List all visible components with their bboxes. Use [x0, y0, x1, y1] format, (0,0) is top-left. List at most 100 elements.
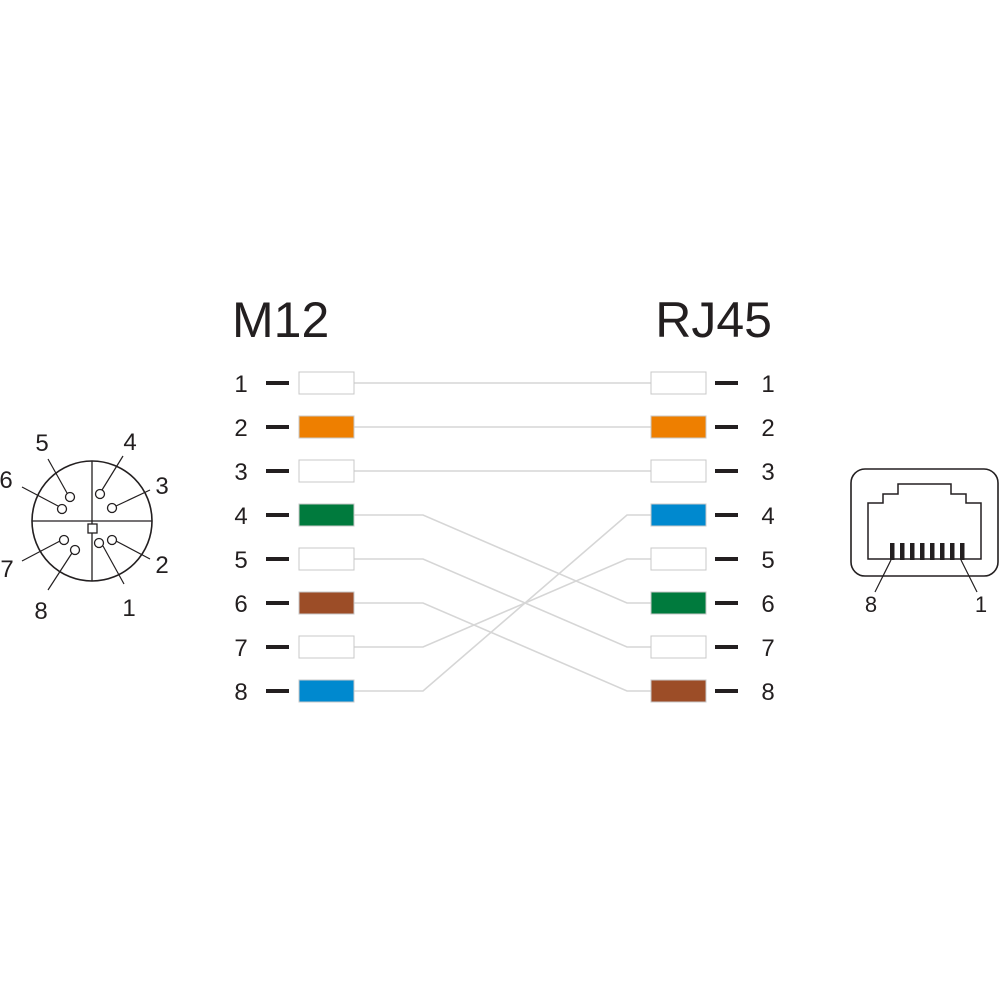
- left-pin-number-5: 5: [234, 547, 247, 574]
- m12-leader-2: [115, 540, 151, 560]
- right-wire-color-swatch-6: [650, 591, 707, 615]
- right-pin-number-8: 8: [761, 679, 774, 706]
- left-pin-row-1: 1: [234, 371, 355, 398]
- rj45-contact-2: [950, 543, 955, 560]
- left-pin-number-3: 3: [234, 459, 247, 486]
- wire-6-to-8: [354, 602, 651, 692]
- rj45-contact-8: [890, 543, 895, 560]
- right-pin-lead-7: [715, 645, 738, 649]
- m12-leader-7: [21, 540, 61, 562]
- m12-face-label-8: 8: [34, 598, 47, 625]
- left-pin-row-6: 6: [234, 591, 355, 618]
- m12-title: M12: [232, 292, 329, 348]
- m12-pin-hole-6: [56, 503, 68, 515]
- right-pin-lead-4: [715, 513, 738, 517]
- m12-face-label-6: 6: [0, 467, 13, 494]
- right-pin-number-7: 7: [761, 635, 774, 662]
- rj45-contact-5: [920, 543, 925, 560]
- right-pin-number-3: 3: [761, 459, 774, 486]
- left-wire-color-swatch-8: [298, 679, 355, 703]
- m12-pin-hole-7: [58, 534, 70, 546]
- left-wire-color-swatch-6: [298, 591, 355, 615]
- left-pin-lead-5: [266, 557, 289, 561]
- rj45-contacts: [890, 543, 965, 560]
- rj45-contact-3: [940, 543, 945, 560]
- right-pin-row-7: 7: [650, 635, 775, 662]
- m12-leader-1: [102, 545, 125, 585]
- left-pin-number-2: 2: [234, 415, 247, 442]
- right-wire-color-swatch-7: [650, 635, 707, 659]
- right-pin-number-5: 5: [761, 547, 774, 574]
- left-wire-color-swatch-5: [298, 547, 355, 571]
- rj45-face-outline: [850, 468, 999, 577]
- left-pin-row-8: 8: [234, 679, 355, 706]
- right-wire-color-swatch-8: [650, 679, 707, 703]
- m12-face-label-4: 4: [123, 429, 136, 456]
- left-pin-row-3: 3: [234, 459, 355, 486]
- right-wire-color-swatch-3: [650, 459, 707, 483]
- rj45-connector-face-icon: 8 1: [850, 468, 999, 617]
- left-pin-lead-3: [266, 469, 289, 473]
- m12-pin-hole-1: [93, 537, 105, 549]
- right-wire-color-swatch-2: [650, 415, 707, 439]
- right-pin-lead-5: [715, 557, 738, 561]
- m12-leader-5: [47, 458, 68, 494]
- m12-face-label-1: 1: [122, 595, 135, 622]
- rj45-pin-rows: 1 2 3 4 5 6 7 8: [650, 371, 775, 706]
- wire-8-to-4: [354, 514, 651, 692]
- m12-connector-face-icon: 1 2 3 4 5 6 7 8: [0, 429, 169, 625]
- m12-pin-hole-8: [69, 544, 81, 556]
- left-wire-color-swatch-2: [298, 415, 355, 439]
- right-pin-row-8: 8: [650, 679, 775, 706]
- left-pin-lead-7: [266, 645, 289, 649]
- right-pin-row-2: 2: [650, 415, 775, 442]
- right-pin-row-5: 5: [650, 547, 775, 574]
- right-pin-row-4: 4: [650, 503, 775, 530]
- right-wire-color-swatch-4: [650, 503, 707, 527]
- left-pin-lead-1: [266, 381, 289, 385]
- rj45-face-label-8: 8: [865, 592, 877, 617]
- rj45-title: RJ45: [655, 292, 772, 348]
- m12-pin-hole-4: [94, 488, 106, 500]
- right-pin-row-1: 1: [650, 371, 775, 398]
- m12-face-label-2: 2: [155, 552, 168, 579]
- left-pin-number-4: 4: [234, 503, 247, 530]
- right-pin-number-1: 1: [761, 371, 774, 398]
- rj45-contact-4: [930, 543, 935, 560]
- rj45-face-label-1: 1: [975, 592, 987, 617]
- right-pin-lead-8: [715, 689, 738, 693]
- left-pin-row-7: 7: [234, 635, 355, 662]
- right-pin-lead-1: [715, 381, 738, 385]
- left-wire-color-swatch-7: [298, 635, 355, 659]
- left-pin-lead-8: [266, 689, 289, 693]
- left-pin-number-7: 7: [234, 635, 247, 662]
- right-pin-lead-3: [715, 469, 738, 473]
- right-wire-color-swatch-5: [650, 547, 707, 571]
- left-pin-lead-2: [266, 425, 289, 429]
- right-pin-lead-2: [715, 425, 738, 429]
- rj45-leader-8: [874, 559, 892, 593]
- right-pin-lead-6: [715, 601, 738, 605]
- m12-leader-4: [101, 455, 124, 491]
- m12-pin-hole-5: [64, 491, 76, 503]
- m12-pin-hole-3: [106, 502, 118, 514]
- left-wire-color-swatch-4: [298, 503, 355, 527]
- m12-face-label-7: 7: [0, 556, 13, 583]
- m12-leader-6: [21, 486, 59, 507]
- m12-leader-3: [115, 489, 151, 507]
- rj45-port-opening: [867, 483, 982, 560]
- right-wire-color-swatch-1: [650, 371, 707, 395]
- left-wire-color-swatch-1: [298, 371, 355, 395]
- left-pin-number-6: 6: [234, 591, 247, 618]
- rj45-contact-1: [960, 543, 965, 560]
- rj45-contact-7: [900, 543, 905, 560]
- rj45-contact-6: [910, 543, 915, 560]
- left-pin-lead-4: [266, 513, 289, 517]
- wire-group: [354, 382, 651, 692]
- m12-leader-8: [47, 552, 73, 591]
- right-pin-number-4: 4: [761, 503, 774, 530]
- left-pin-row-2: 2: [234, 415, 355, 442]
- m12-face-label-3: 3: [155, 473, 168, 500]
- right-pin-number-6: 6: [761, 591, 774, 618]
